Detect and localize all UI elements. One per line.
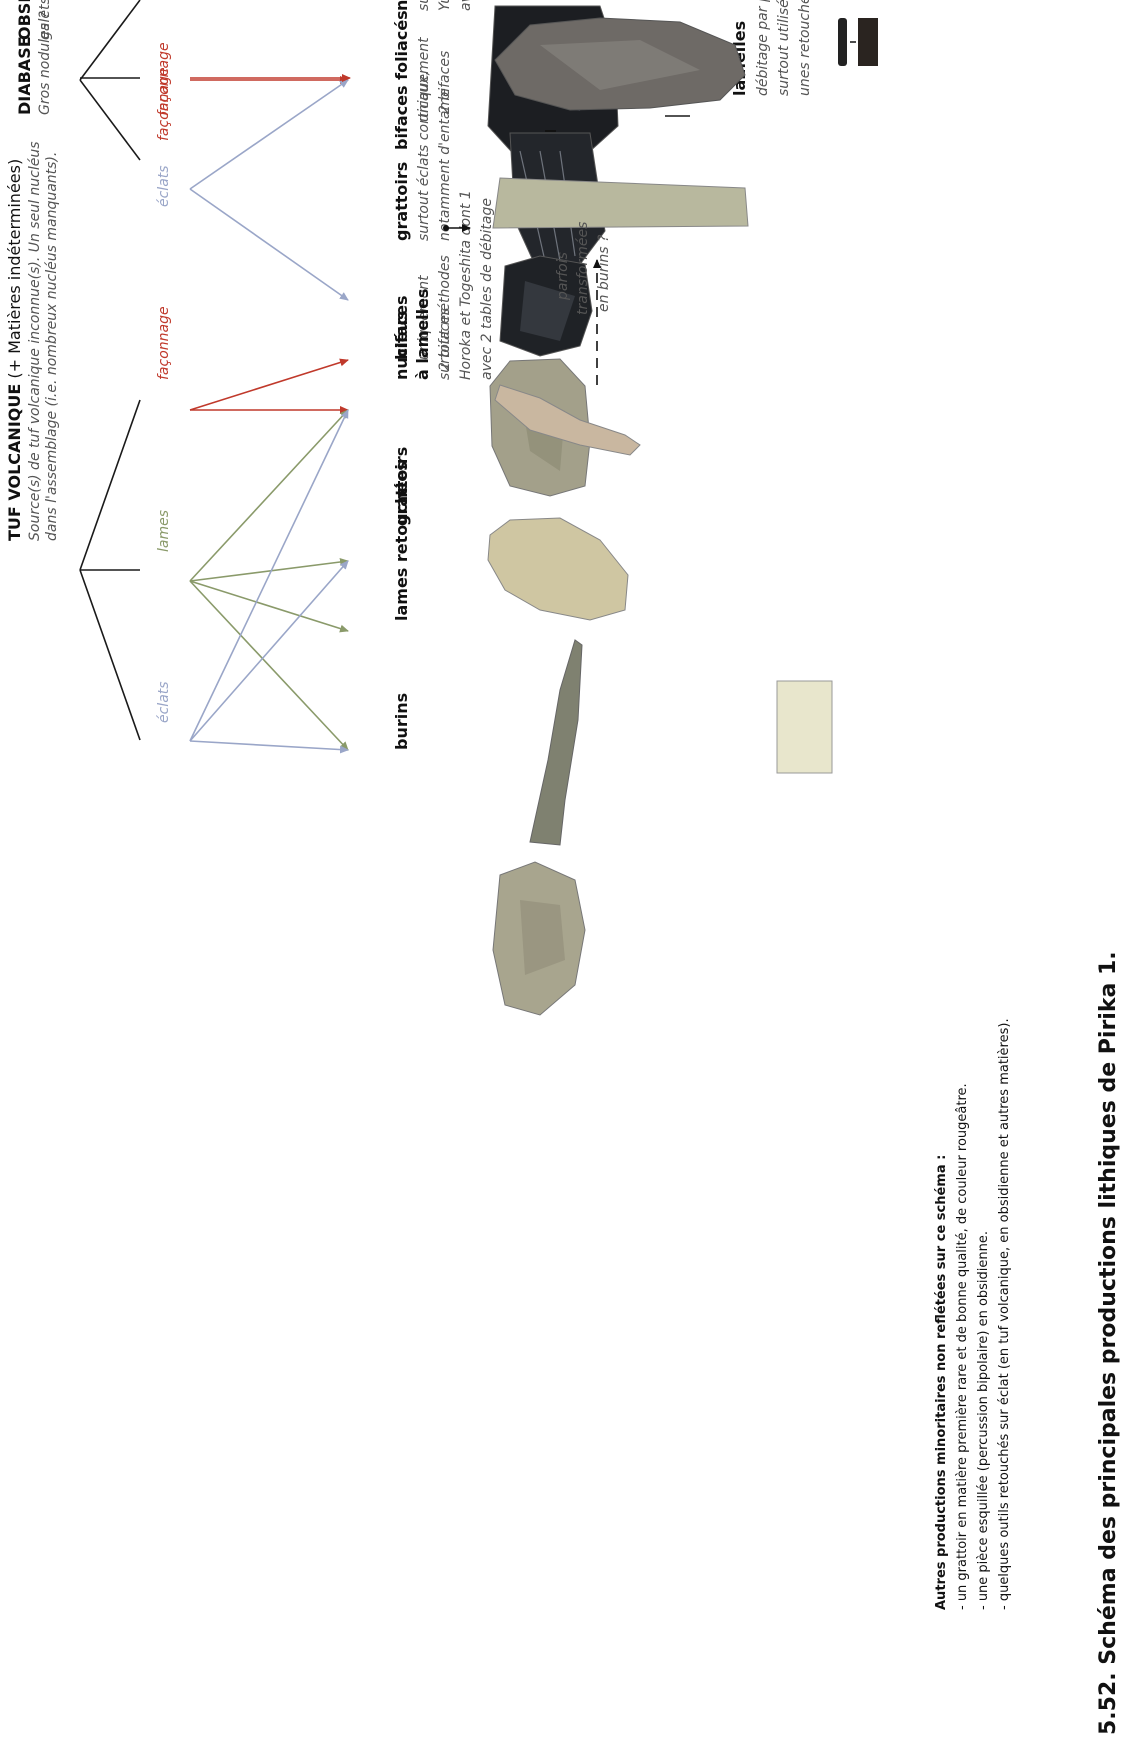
obsidienne-nucleus-text: Yubetsu et Horoka, dont 2 — [437, 0, 453, 11]
diabase-subtitle: Gros nodules ? — [37, 11, 53, 115]
tuf-nucleus-text: Horoka et Togeshita dont 1 — [458, 190, 474, 380]
obsidienne-lamelle-image — [838, 18, 847, 66]
tuf-burin-image — [493, 178, 748, 228]
diabase-bifaces-title: bifaces foliacés — [392, 10, 411, 150]
obsidienne-branch-line — [80, 0, 140, 80]
tuf-lamelle-image — [777, 681, 832, 773]
tuf-nucleus-text: avec 2 tables de débitage — [479, 198, 495, 380]
obsidienne-title: OBSIDIENNE — [15, 0, 34, 40]
obsidienne-eclats-label: éclats — [156, 165, 172, 207]
obsidienne-grattoirs-title: grattoirs — [392, 162, 411, 241]
tuf-eclats-label: éclats — [156, 681, 172, 723]
tuf-grattoir-image — [488, 518, 628, 620]
obsidienne-lamelles-text: unes retouchées ou avec troncature — [797, 0, 813, 96]
diabase-title: DIABASE — [15, 36, 34, 115]
notes-title: Autres productions minoritaires non refl… — [934, 1155, 949, 1610]
tuf-title-bold: TUF VOLCANIQUE — [5, 384, 24, 541]
tuf-subtitle: Source(s) de tuf volcanique inconnue(s).… — [27, 141, 43, 541]
diabase-bifaces-text: 2 bifaces — [437, 51, 453, 114]
diabase-bifaces-text: uniquement — [416, 37, 432, 122]
obsidienne-branch-line — [80, 80, 140, 160]
tuf-nucleus-text: surtout méthodes — [437, 255, 453, 380]
diabase-faconnage-label: façonnage — [156, 42, 172, 116]
tuf-nucleus-title: à lamelles — [413, 288, 432, 380]
obsidienne-lamelles-text: surtout utilisées brutes, mais quelques — [776, 0, 792, 96]
tuf-artifact-images — [443, 18, 832, 1015]
notes-item: - un grattoir en matière première rare e… — [955, 1083, 970, 1610]
tuf-lames-label: lames — [156, 510, 172, 552]
rotated-figure: OBSIDIENNE galets d'obsidienne façonnage… — [5, 0, 878, 951]
tuf-lames-retouchees-title: lames retouchées — [392, 461, 411, 621]
notes-item: - quelques outils retouchés sur éclat (e… — [997, 1018, 1012, 1610]
tuf-branch-line — [80, 400, 140, 570]
tuf-subtitle: dans l'assemblage (i.e. nombreux nucléus… — [44, 152, 60, 541]
tuf-lames-to-grattoirs-arrow — [190, 561, 348, 581]
tuf-burins-title: burins — [392, 693, 411, 750]
obsidienne-nucleus-text: avec 2 tables de débitage — [458, 0, 474, 11]
parfois-text: transformées — [575, 222, 591, 315]
parfois-text: parfois — [555, 252, 571, 301]
parfois-text: en burins ? — [596, 234, 612, 312]
tuf-nucleus-title: nucléus — [392, 310, 411, 380]
notes-block: Autres productions minoritaires non refl… — [934, 1018, 1012, 1610]
obsidienne-eclats-to-grattoirs-arrow — [190, 189, 348, 300]
obsidienne-nucleus-text: surtout méthodes — [416, 0, 432, 11]
tuf-lames-to-nucleus-arrow — [190, 410, 348, 581]
obsidienne-eclats-to-nucleus-arrow — [190, 80, 348, 189]
tuf-branch-line — [80, 570, 140, 740]
tuf-eclats-to-nucleus-arrow — [190, 410, 348, 741]
tuf-title-rest: (+ Matières indéterminées) — [5, 159, 24, 384]
obsidienne-lamelles-text: débitage par pression, mode 1 ou 2; — [755, 0, 771, 96]
tuf-eclats-to-burins-arrow — [190, 741, 348, 750]
tuf-faconnage-label: façonnage — [156, 306, 172, 380]
tuf-nucleus-image — [530, 640, 582, 845]
figure-caption: 5.52. Schéma des principales productions… — [1096, 951, 1121, 1735]
obsidienne-lamelle-image — [858, 18, 878, 66]
notes-item: - une pièce esquillée (percussion bipola… — [976, 1231, 991, 1610]
obsidienne-nucleus-title: nucléus à lamelles — [392, 0, 411, 11]
tuf-title: TUF VOLCANIQUE (+ Matières indéterminées… — [5, 159, 24, 541]
